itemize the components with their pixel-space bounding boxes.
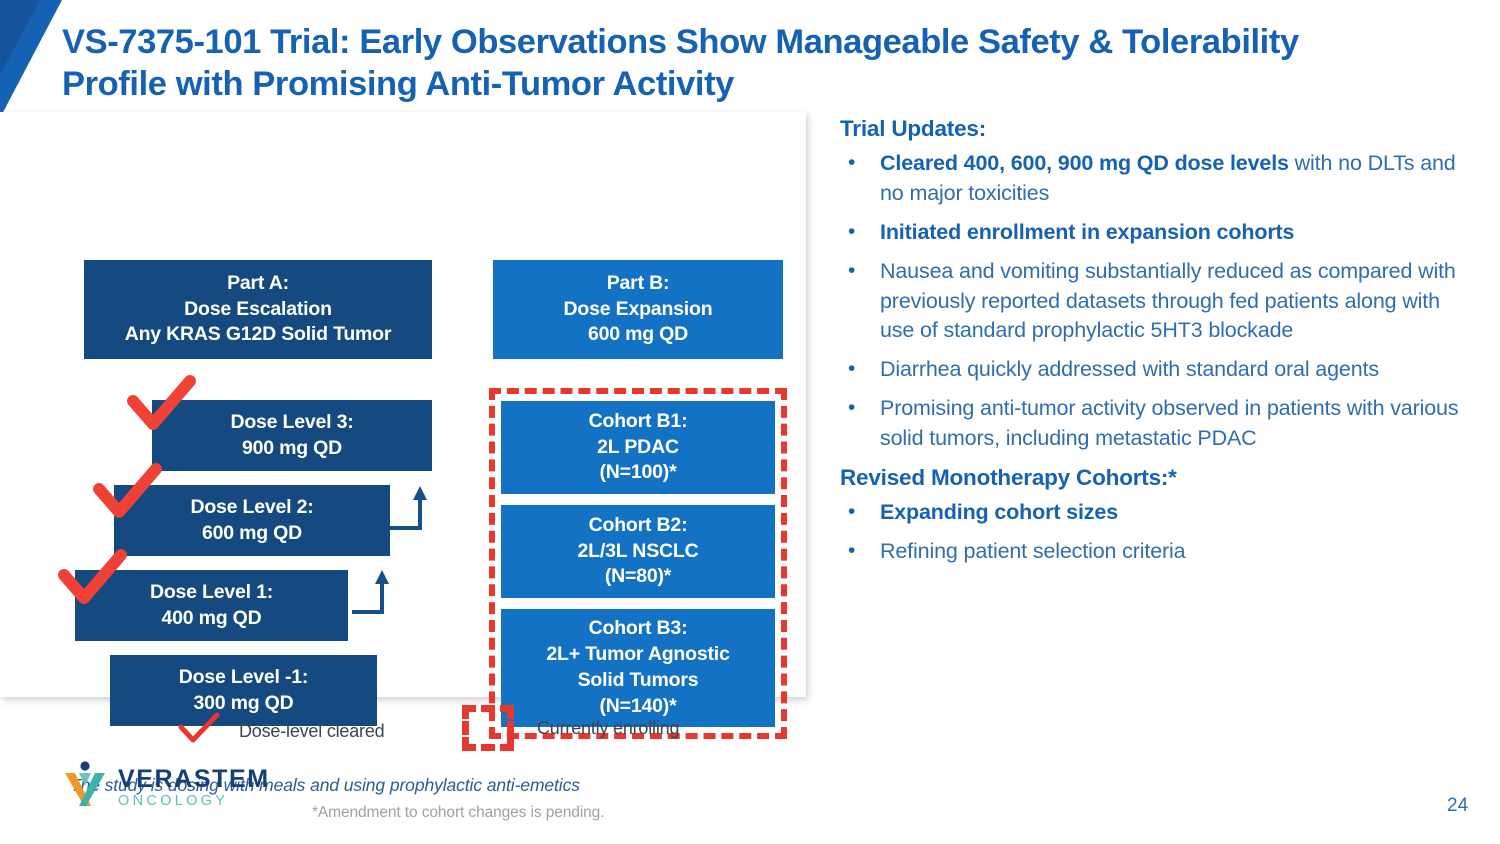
bullet-bold-text: Cleared 400, 600, 900 mg QD dose levels [880,151,1289,175]
page-title: VS-7375-101 Trial: Early Observations Sh… [62,22,1462,105]
legend-currently-enrolling: Currently enrolling [462,705,679,751]
logo-subtitle: ONCOLOGY [118,792,229,809]
legend-dose-level-cleared: Dose-level cleared [178,712,385,751]
checkmark-icon-legend [178,712,220,751]
part-a-box: Part A: Dose Escalation Any KRAS G12D So… [84,260,432,359]
logo-wordmark: VERASTEM ONCOLOGY [118,764,270,809]
legend-enrolling-label: Currently enrolling [537,717,680,738]
legend-cleared-label: Dose-level cleared [239,721,385,741]
dose-level-minus-1-box: Dose Level -1: 300 mg QD [110,655,377,726]
logo-name: VERASTEM [118,764,270,793]
title-line-2: Profile with Promising Anti-Tumor Activi… [62,64,734,103]
dose-level-3-title: Dose Level 3: [230,410,354,433]
dose-level-minus-1-title: Dose Level -1: [178,665,309,688]
dose-level-2-dose: 600 mg QD [201,521,303,544]
list-item: Promising anti-tumor activity observed i… [840,393,1470,454]
cohort-b1-line-1: Cohort B1: [588,409,688,432]
cohort-b1-box: Cohort B1: 2L PDAC (N=100)* [501,401,775,494]
bullet-bold-text: Expanding cohort sizes [880,499,1119,524]
trial-design-diagram-card: Part A: Dose Escalation Any KRAS G12D So… [0,112,806,795]
bullet-text: Diarrhea quickly addressed with standard… [880,357,1379,382]
bullet-bold-text: Initiated enrollment in expansion cohort… [880,219,1295,244]
escalation-arrow-icon-level2-to-level3 [388,484,434,544]
cohort-b2-line-3: (N=80)* [604,565,672,588]
revised-monotherapy-cohorts-heading: Revised Monotherapy Cohorts:* [840,464,1177,490]
dose-level-3-box: Dose Level 3: 900 mg QD [152,400,432,471]
list-item: Refining patient selection criteria [840,536,1470,567]
footnote: *Amendment to cohort changes is pending. [312,804,605,821]
diagram-caption: The study is dosing with meals and using… [70,775,580,795]
part-a-line-3: Any KRAS G12D Solid Tumor [124,323,392,346]
trial-updates-list: Cleared 400, 600, 900 mg QD dose levels … [840,148,1470,454]
trial-updates-panel: Trial Updates: Cleared 400, 600, 900 mg … [840,116,1470,576]
bullet-text: Refining patient selection criteria [880,538,1186,563]
part-a-line-2: Dose Escalation [184,297,332,320]
dashed-square-icon-legend [462,705,514,751]
verastem-oncology-logo: VERASTEM ONCOLOGY [60,760,270,815]
list-item: Cleared 400, 600, 900 mg QD dose levels … [840,148,1470,209]
part-b-line-1: Part B: [606,271,670,294]
part-a-line-1: Part A: [227,271,289,294]
cohort-b3-box: Cohort B3: 2L+ Tumor Agnostic Solid Tumo… [501,609,775,727]
dose-level-1-title: Dose Level 1: [149,580,274,603]
revised-monotherapy-cohorts-list: Expanding cohort sizes Refining patient … [840,497,1470,567]
dose-level-2-title: Dose Level 2: [190,495,314,518]
cohort-b2-line-2: 2L/3L NSCLC [577,539,699,562]
list-item: Expanding cohort sizes [840,497,1470,528]
part-b-line-2: Dose Expansion [563,297,713,320]
cohort-b1-line-3: (N=100)* [599,461,677,484]
verastem-v-mark-icon [60,760,110,815]
part-b-box: Part B: Dose Expansion 600 mg QD [493,260,783,359]
bullet-text: Promising anti-tumor activity observed i… [880,396,1459,450]
cohort-b2-line-1: Cohort B2: [588,513,688,536]
part-b-line-3: 600 mg QD [587,323,689,346]
list-item: Diarrhea quickly addressed with standard… [840,354,1470,385]
dose-level-1-box: Dose Level 1: 400 mg QD [75,570,348,641]
escalation-arrow-icon-level1-to-level2 [350,568,396,628]
trial-updates-heading: Trial Updates: [840,116,986,141]
bullet-text: with no DLTs and no major toxicities [880,151,1456,205]
dose-level-3-dose: 900 mg QD [241,436,343,459]
currently-enrolling-frame [489,388,787,739]
list-item: Nausea and vomiting substantially reduce… [840,256,1470,347]
dose-level-2-box: Dose Level 2: 600 mg QD [114,485,390,556]
cohort-b3-line-1: Cohort B3: [588,617,688,640]
title-line-1: VS-7375-101 Trial: Early Observations Sh… [62,23,1299,61]
dose-level-1-dose: 400 mg QD [161,606,262,629]
bullet-text: Nausea and vomiting substantially reduce… [880,258,1456,343]
dose-level-minus-1-dose: 300 mg QD [193,691,294,714]
cohort-b3-line-2: 2L+ Tumor Agnostic [546,643,730,666]
page-number: 24 [1447,795,1469,816]
list-item: Initiated enrollment in expansion cohort… [840,217,1470,248]
cohort-b2-box: Cohort B2: 2L/3L NSCLC (N=80)* [501,505,775,598]
cohort-b3-line-4: (N=140)* [599,694,677,717]
cohort-b1-line-2: 2L PDAC [597,435,679,458]
cohort-b3-line-3: Solid Tumors [577,669,699,691]
